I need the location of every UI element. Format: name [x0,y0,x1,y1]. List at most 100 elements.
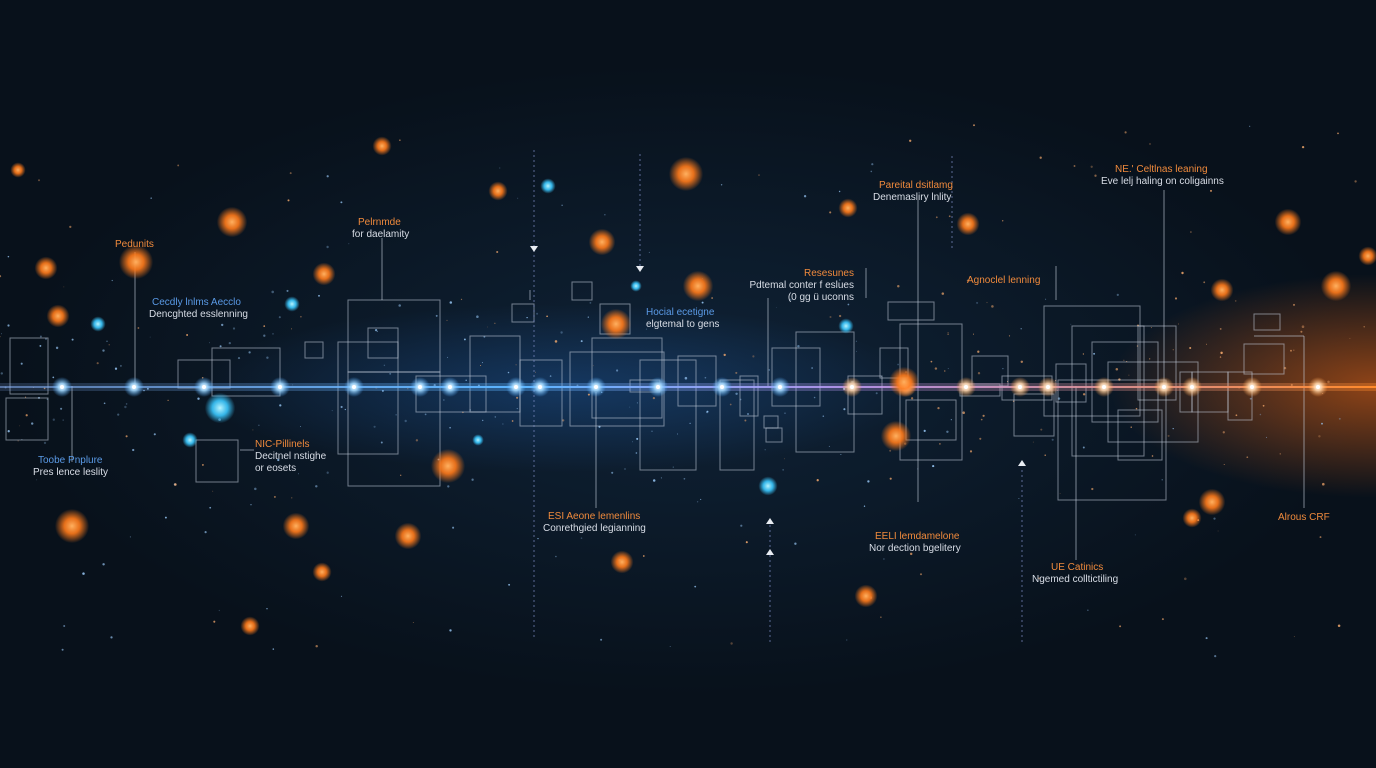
dust-particle [1290,349,1292,352]
circuit-box [765,427,783,443]
dust-particle [412,621,414,623]
timeline-beam [0,386,1376,388]
orange-orb [610,550,634,574]
dust-particle [125,435,128,438]
dust-particle [258,424,260,426]
dust-particle [689,422,691,425]
dust-particle [822,415,825,417]
dust-particle [652,396,656,400]
dust-particle [561,204,563,206]
dust-particle [326,175,329,178]
circuit-box [639,359,697,471]
dust-particle [923,429,926,432]
dust-particle [340,405,343,409]
dust-particle [611,471,614,474]
timeline-node-core [778,385,782,389]
dust-particle [549,375,552,377]
dust-particle [511,420,514,422]
dust-particle [481,419,484,422]
timeline-node-core [352,385,356,389]
dust-particle [1020,327,1022,330]
dust-particle [1070,323,1072,325]
dust-particle [266,608,268,610]
dust-particle [150,197,152,199]
dust-particle [273,495,276,498]
dust-particle [587,316,589,318]
dust-particle [480,364,482,367]
timeline-nodes [52,377,1328,397]
dust-particle [7,324,10,327]
dust-particle [102,349,105,352]
dust-particle [636,437,639,440]
label-resesunes-title: Resesunes [803,268,854,279]
dust-particle [962,411,965,414]
label-nic-sub2: or eosets [255,463,297,474]
dust-particle [782,469,784,471]
cyan-orb [540,178,556,194]
dust-particle [1265,436,1268,438]
dust-particle [947,368,949,370]
dust-particle [1337,624,1341,627]
dust-particle [704,376,707,379]
orange-orb [394,522,422,550]
dust-particle [752,355,755,358]
label-ue-title: UE Catinics [1051,562,1104,573]
dust-particle [299,425,301,427]
dust-particle [266,356,269,359]
dust-particle [204,531,207,534]
dust-particle [683,477,686,480]
dust-particle [980,418,983,421]
label-resesunes-sub: Pdtemal conter f eslues [749,280,855,291]
timeline-node-core [964,385,968,389]
dust-particle [7,430,10,433]
dust-particle [536,312,539,315]
dust-particle [291,328,293,330]
dust-particle [991,305,994,308]
timeline-node-core [278,385,282,389]
dust-particle [1318,435,1321,438]
timeline-node-core [1250,385,1254,389]
dust-particle [1093,352,1096,355]
dust-particle [600,638,603,641]
dust-particle [1205,343,1208,345]
dust-particle [986,301,988,304]
dust-particle [481,362,483,364]
circuit-box [347,371,441,487]
dashed-markers [533,150,1023,645]
dust-particle [684,376,688,380]
dust-particle [1338,417,1341,420]
timeline-node-core [514,385,518,389]
dust-particle [1300,330,1303,333]
dust-particle [580,340,583,343]
dust-particle [0,336,1,338]
dust-particle [102,563,105,566]
dust-particle [875,392,878,395]
dust-particle [871,163,874,166]
dust-particle [948,215,951,218]
leader-lines [71,190,1305,560]
dust-particle [1038,577,1041,580]
dust-particle [114,367,118,370]
label-toobe-title: Toobe Pnplure [38,455,103,466]
cyan-orb [284,296,300,312]
glowing-orbs [10,136,1376,636]
dust-particle [1040,428,1043,431]
dust-particle [944,370,946,372]
dust-particle [870,170,873,173]
dust-particle [1032,441,1034,443]
orange-orb [888,366,920,398]
dust-particle [39,335,42,338]
timeline-node-core [1190,385,1194,389]
circuit-box [763,415,779,429]
circuit-box [571,281,593,301]
dust-particle [263,325,266,327]
dust-particle [1130,426,1132,428]
dust-particle [645,328,648,330]
dust-particle [934,367,938,370]
dust-particle [932,465,935,468]
dust-particle [111,279,113,282]
dust-particle [729,403,732,406]
label-ue-sub: Ngemed colltictiling [1032,574,1119,585]
dust-particle [279,404,282,407]
